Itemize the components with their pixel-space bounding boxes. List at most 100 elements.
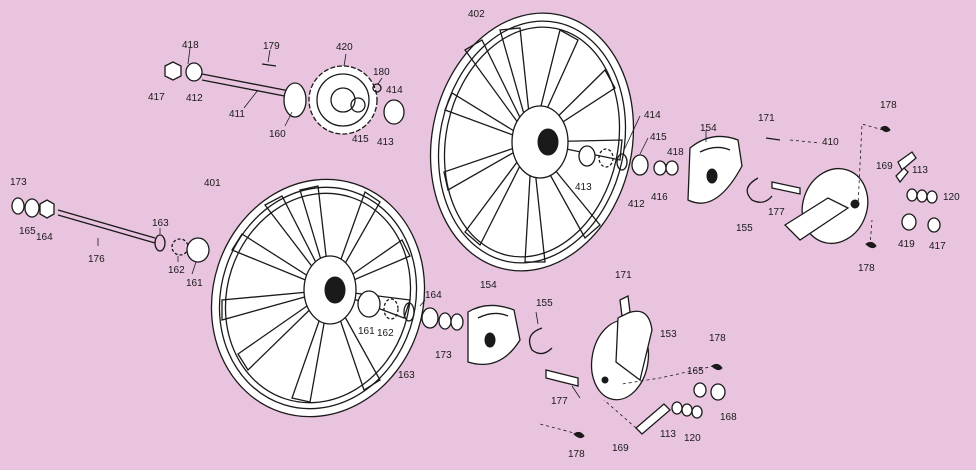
label-179: 179 xyxy=(263,41,280,52)
front-brake-dashline-b xyxy=(539,423,579,435)
label-154-rear: 154 xyxy=(700,123,717,134)
label-164-mid: 164 xyxy=(425,290,442,301)
rear-brake-lever-link xyxy=(895,167,909,184)
rear-brake-dashline-b xyxy=(869,219,873,247)
front-brake-lever xyxy=(635,403,671,435)
label-178-rear-top: 178 xyxy=(880,100,897,111)
rear-hub-washer-a xyxy=(653,160,667,176)
rear-wheel-rim-lip xyxy=(443,26,621,258)
label-161-left: 161 xyxy=(186,278,203,289)
front-axle-washer-1 xyxy=(11,197,25,215)
rear-hub-o-ring xyxy=(616,153,628,171)
front-brake-spring xyxy=(528,327,553,355)
rear-brake-lever-parts xyxy=(789,123,941,249)
rear-brake-dashline-c xyxy=(789,139,821,144)
front-hub-spacer xyxy=(421,307,439,329)
front-wheel-rim-lip xyxy=(224,192,412,404)
rear-brake-washer-2 xyxy=(916,189,928,203)
label-177-front: 177 xyxy=(551,396,568,407)
rear-brake-dashline-a xyxy=(857,123,884,207)
rear-hub-parts xyxy=(578,145,679,176)
rear-brake-cam xyxy=(771,181,801,195)
label-171-front: 171 xyxy=(615,270,632,281)
front-axle-shaft-lower xyxy=(57,214,156,244)
label-160: 160 xyxy=(269,129,286,140)
part-number-labels: 402 418 179 420 180 414 417 412 411 160 … xyxy=(10,9,960,460)
rear-brake-shoes xyxy=(687,135,743,204)
front-brake-washer-1 xyxy=(671,401,683,415)
rear-brake-torque-arm xyxy=(783,197,850,241)
front-hub-o-ring xyxy=(403,302,415,322)
label-410: 410 xyxy=(822,137,839,148)
label-418-top: 418 xyxy=(182,40,199,51)
rear-axle-screw xyxy=(261,63,277,67)
sprocket-bolt xyxy=(372,83,382,93)
front-brake-shoe-lining xyxy=(477,312,509,319)
rear-hub-spacer xyxy=(631,154,649,176)
front-brake-dashline-c xyxy=(603,399,637,429)
front-brake-lever-parts xyxy=(539,363,726,439)
label-165-left: 165 xyxy=(19,226,36,237)
label-401: 401 xyxy=(204,178,221,189)
front-hub-lock-washer xyxy=(383,298,399,320)
label-163-mid: 163 xyxy=(398,370,415,381)
label-173-left: 173 xyxy=(10,177,27,188)
label-163-left: 163 xyxy=(152,218,169,229)
label-411: 411 xyxy=(229,109,245,120)
label-417-right: 417 xyxy=(929,241,946,252)
sprocket-carrier-plate xyxy=(283,82,307,118)
label-171-rear: 171 xyxy=(758,113,775,124)
rear-brake-bolt xyxy=(765,137,781,141)
front-hub-bearing xyxy=(357,290,381,318)
label-177-rear: 177 xyxy=(768,207,785,218)
label-417-top: 417 xyxy=(148,92,165,103)
label-164-left: 164 xyxy=(36,232,53,243)
rear-axle-nut-washer xyxy=(185,62,203,82)
rear-brake-shoe-lining xyxy=(699,146,731,153)
label-165-right: 165 xyxy=(687,366,704,377)
front-axle-washer-2 xyxy=(24,198,40,218)
front-hub-washer-b xyxy=(450,313,464,331)
label-176: 176 xyxy=(88,254,105,265)
label-168: 168 xyxy=(720,412,737,423)
front-wheel-hub-bore xyxy=(324,276,346,304)
front-brake-bolt xyxy=(619,295,631,317)
rear-brake-rivet-top xyxy=(880,125,891,133)
rear-brake-washer-3 xyxy=(926,190,938,204)
rear-brake-washer-1 xyxy=(906,188,918,202)
label-153: 153 xyxy=(660,329,677,340)
label-415-top: 415 xyxy=(352,134,369,145)
rear-brake-lever xyxy=(897,151,917,172)
label-416: 416 xyxy=(651,192,668,203)
label-413-mid: 413 xyxy=(575,182,592,193)
label-412-top: 412 xyxy=(186,93,203,104)
rear-sprocket-body xyxy=(316,73,370,127)
front-brake-plate xyxy=(545,295,653,401)
rear-brake-rivet-bottom xyxy=(865,241,877,249)
front-wheel-rim-inner xyxy=(218,186,418,410)
label-414-mid: 414 xyxy=(644,110,661,121)
label-120-front: 120 xyxy=(684,433,701,444)
front-brake-washer-3 xyxy=(691,405,703,419)
front-brake-shoes xyxy=(467,304,521,366)
rear-brake-plate xyxy=(765,137,869,244)
label-178-rear-bottom: 178 xyxy=(858,263,875,274)
front-brake-bushing xyxy=(693,382,707,398)
leader-lines xyxy=(97,47,707,399)
rear-axle-assembly xyxy=(164,61,405,135)
rear-sprocket-bore xyxy=(330,87,356,113)
front-hub-parts xyxy=(357,290,464,331)
label-180: 180 xyxy=(373,67,390,78)
label-178-front-top: 178 xyxy=(709,333,726,344)
sprocket-spacer-ring xyxy=(350,97,366,113)
rear-hub-washer-b xyxy=(665,160,679,176)
label-173-mid: 173 xyxy=(435,350,452,361)
front-brake-cam xyxy=(545,369,579,387)
sprocket-bushing xyxy=(383,99,405,125)
label-418-mid: 418 xyxy=(667,147,684,158)
label-113-rear: 113 xyxy=(912,165,928,176)
rear-hub-bearing xyxy=(578,145,596,167)
label-413-top: 413 xyxy=(377,137,394,148)
front-hub-washer-a xyxy=(438,312,452,330)
